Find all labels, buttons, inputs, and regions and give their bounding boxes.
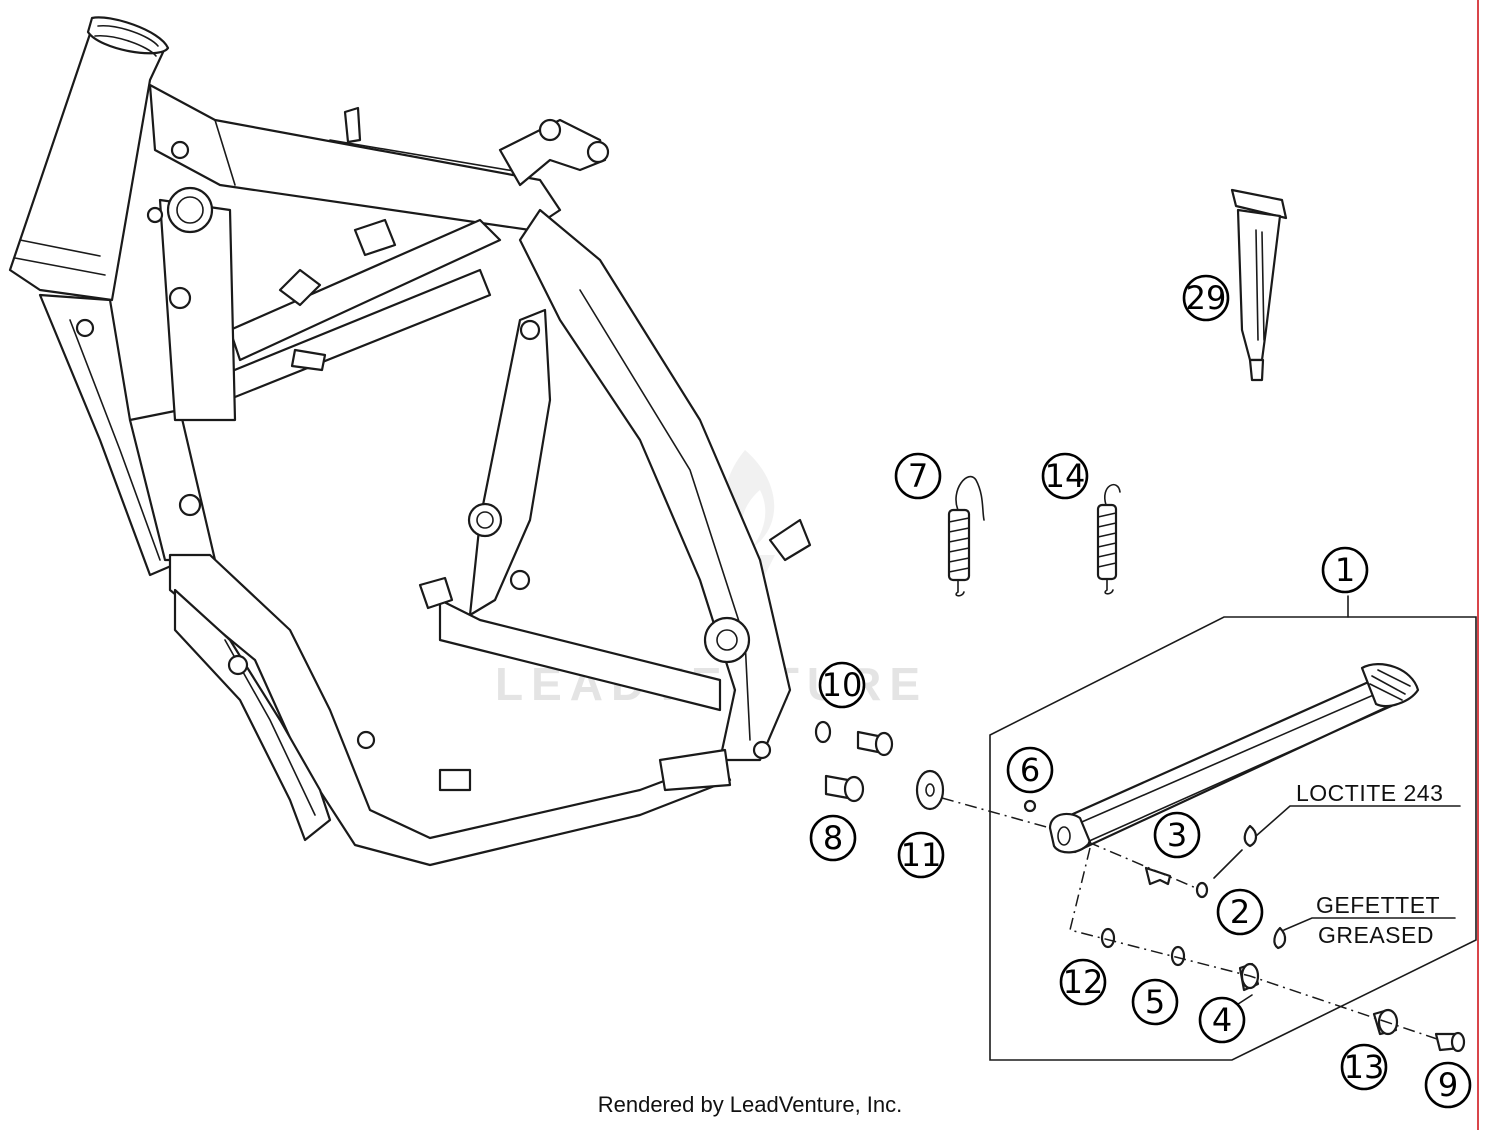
part-5-ring bbox=[1170, 945, 1186, 967]
loctite-drop-icon bbox=[1243, 824, 1258, 848]
callout-9: 9 bbox=[1424, 1061, 1472, 1109]
svg-text:6: 6 bbox=[1020, 751, 1040, 789]
callout-7: 7 bbox=[894, 452, 942, 500]
callout-3: 3 bbox=[1153, 811, 1201, 859]
assembly-guide-lines bbox=[941, 797, 1461, 1041]
part-29-tool bbox=[1230, 188, 1288, 382]
svg-text:1: 1 bbox=[1335, 551, 1355, 589]
callout-14: 14 bbox=[1041, 452, 1089, 500]
svg-text:13: 13 bbox=[1344, 1048, 1385, 1086]
svg-text:8: 8 bbox=[823, 819, 843, 857]
callout-5: 5 bbox=[1131, 978, 1179, 1026]
part-3-bracket bbox=[1144, 866, 1172, 886]
callout-29: 29 bbox=[1182, 274, 1230, 322]
part-1-assembly-box bbox=[989, 595, 1477, 1061]
callout-4: 4 bbox=[1198, 996, 1246, 1044]
svg-text:11: 11 bbox=[901, 836, 942, 874]
callout-11: 11 bbox=[897, 831, 945, 879]
note-gefettet: GEFETTET bbox=[1316, 892, 1440, 918]
part-12-ring bbox=[1100, 927, 1116, 949]
part-10-screw bbox=[856, 730, 894, 757]
callout-12: 12 bbox=[1059, 958, 1107, 1006]
svg-text:14: 14 bbox=[1045, 457, 1086, 495]
callout-10: 10 bbox=[818, 661, 866, 709]
svg-text:5: 5 bbox=[1145, 983, 1165, 1021]
part-4-bushing bbox=[1238, 962, 1260, 992]
part-2-screw bbox=[1195, 881, 1209, 899]
svg-text:3: 3 bbox=[1167, 816, 1187, 854]
callout-1: 1 bbox=[1321, 546, 1369, 594]
note-loctite: LOCTITE 243 bbox=[1296, 780, 1443, 806]
part-7-spring bbox=[947, 475, 985, 597]
note-greased: GREASED bbox=[1318, 922, 1434, 948]
callout-2: 2 bbox=[1216, 888, 1264, 936]
side-stand bbox=[1023, 663, 1420, 854]
svg-text:10: 10 bbox=[822, 666, 863, 704]
svg-text:29: 29 bbox=[1186, 279, 1227, 317]
part-8-screw bbox=[824, 774, 865, 803]
callout-13: 13 bbox=[1340, 1043, 1388, 1091]
svg-text:12: 12 bbox=[1063, 963, 1104, 1001]
callout-6: 6 bbox=[1006, 746, 1054, 794]
svg-text:9: 9 bbox=[1438, 1066, 1458, 1104]
callout-8: 8 bbox=[809, 814, 857, 862]
frame bbox=[8, 16, 812, 867]
part-11-washer bbox=[915, 769, 945, 811]
svg-text:4: 4 bbox=[1212, 1001, 1232, 1039]
render-credit: Rendered by LeadVenture, Inc. bbox=[597, 1092, 903, 1117]
grease-drop-icon bbox=[1273, 926, 1287, 950]
part-14-spring bbox=[1096, 483, 1121, 595]
part-9-screw bbox=[1434, 1031, 1466, 1053]
svg-text:2: 2 bbox=[1230, 893, 1250, 931]
part-10-ring bbox=[814, 720, 832, 744]
svg-text:7: 7 bbox=[908, 457, 928, 495]
page-edge-line bbox=[1477, 0, 1479, 1130]
